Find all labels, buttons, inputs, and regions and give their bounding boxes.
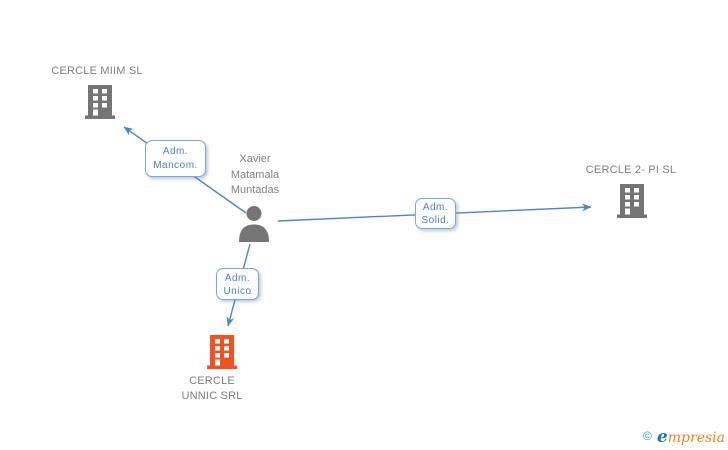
building-icon	[207, 335, 237, 373]
company-label-cercle-unnic: CERCLE UNNIC SRL	[152, 374, 272, 404]
relation-label-line: Mancom.	[153, 160, 198, 171]
relation-box-adm-mancom: Adm. Mancom.	[145, 140, 206, 177]
relation-label-line: Unico	[223, 286, 252, 297]
relation-box-adm-solid: Adm. Solid.	[415, 198, 456, 229]
company-label-line: UNNIC SRL	[181, 390, 243, 402]
empresia-watermark: © empresia	[643, 427, 725, 447]
relation-label-line: Adm.	[224, 272, 251, 284]
company-label-cercle-miim: CERCLE MIIM SL	[51, 65, 143, 77]
building-icon	[85, 85, 115, 123]
building-icon	[617, 184, 647, 222]
company-node-cercle-unnic[interactable]	[207, 335, 237, 374]
relation-label-line: Adm.	[422, 202, 449, 213]
relation-box-adm-unico: Adm. Unico	[216, 268, 259, 300]
company-label-line: CERCLE	[189, 375, 235, 387]
copyright-icon: ©	[643, 429, 652, 443]
person-name-line: Muntadas	[230, 184, 280, 196]
relation-label-line: Adm.	[162, 146, 189, 157]
company-label-cercle-2-pi: CERCLE 2- PI SL	[585, 164, 677, 176]
person-icon	[237, 206, 271, 246]
person-name-line: Matamala	[230, 168, 280, 181]
company-node-cercle-2-pi[interactable]	[617, 184, 647, 223]
relation-label-line: Solid.	[421, 215, 450, 226]
empresia-logo-text: mpresia	[667, 430, 725, 446]
person-name: Xavier Matamala Muntadas	[195, 152, 315, 199]
person-name-line: Xavier	[239, 153, 271, 165]
empresia-logo-e: e	[656, 427, 668, 447]
person-node[interactable]	[237, 206, 271, 247]
company-node-cercle-miim[interactable]	[85, 85, 115, 124]
